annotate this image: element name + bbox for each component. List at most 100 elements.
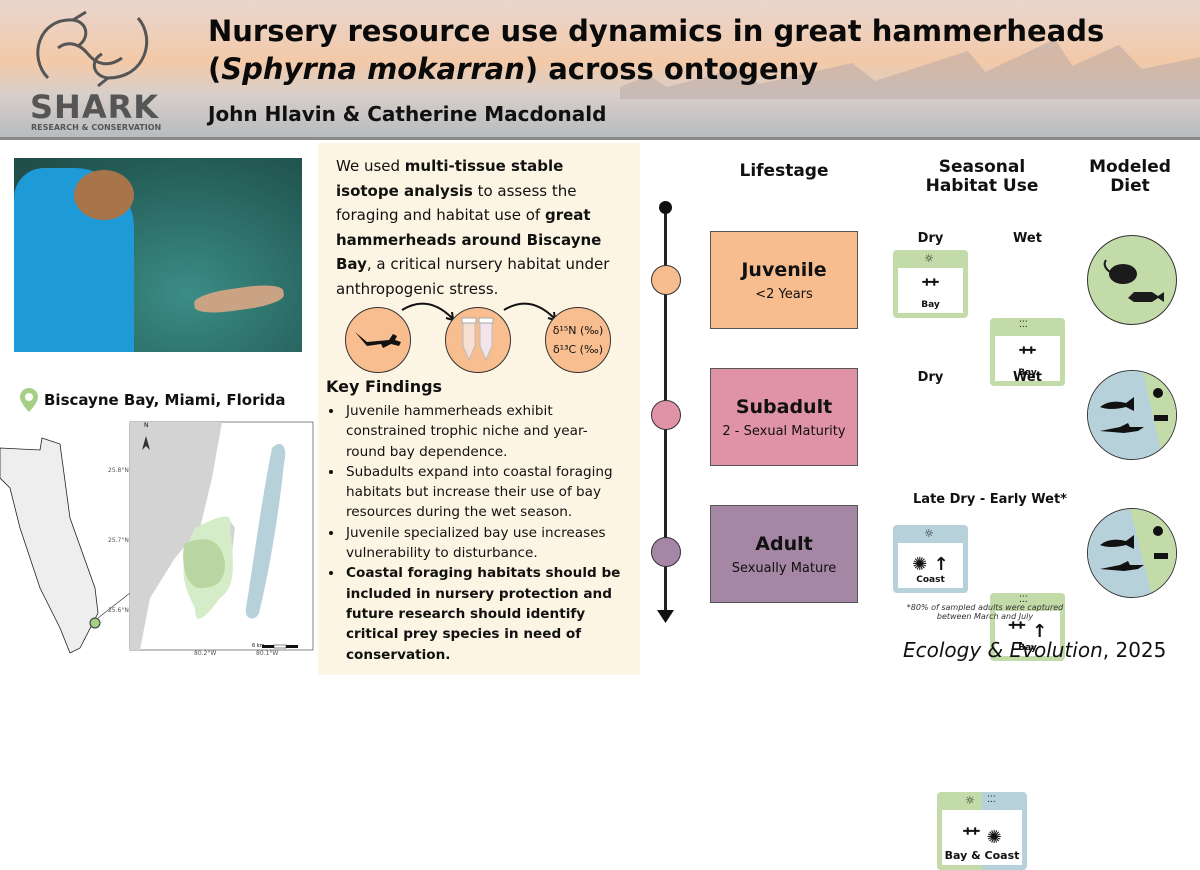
shark-logo-icon <box>28 8 156 88</box>
sample-tubes-icon <box>461 317 494 362</box>
study-area-map: N 25.8°N 25.7°N 25.6°N 80.2°W 80.1°W 6 k… <box>0 418 318 658</box>
isotope-nitrogen: δ¹⁵N (‰) <box>552 324 604 337</box>
authors: John Hlavin & Catherine Macdonald <box>208 102 607 126</box>
adult-footnote: *80% of sampled adults were captured bet… <box>906 603 1064 621</box>
lat-tick: 25.6°N <box>108 607 129 614</box>
title-paren: ( <box>208 52 222 86</box>
title-line-1: Nursery resource use dynamics in great h… <box>208 14 1105 48</box>
shark-prey-icon <box>1100 423 1144 433</box>
poster-title: Nursery resource use dynamics in great h… <box>208 12 1104 88</box>
shark-figure <box>192 281 286 317</box>
finding-item: Juvenile hammerheads exhibit constrained… <box>344 401 626 462</box>
seagrass-icon: ⺿ ↑ <box>1007 621 1048 642</box>
field-photo <box>14 158 302 352</box>
key-findings-list: Juvenile hammerheads exhibit constrained… <box>326 401 626 665</box>
scale-bar-label: 6 km <box>252 643 265 649</box>
season-label: Wet <box>1013 370 1042 385</box>
north-arrow-icon <box>142 436 150 450</box>
seagrass-coral-icon: ⺿ ✺ <box>962 827 1002 848</box>
hammerhead-silhouette-icon <box>355 332 401 348</box>
diet-subadult <box>1087 370 1177 460</box>
stage-subadult: Subadult 2 - Sexual Maturity <box>710 368 858 466</box>
lat-tick: 25.8°N <box>108 467 129 474</box>
timeline-dot-subadult <box>651 400 681 430</box>
timeline-arrow-icon <box>657 610 674 623</box>
location-label: Biscayne Bay, Miami, Florida <box>20 388 286 412</box>
methods-panel <box>318 143 640 675</box>
rain-icon: ⁚⁚⁚ <box>1019 595 1028 605</box>
intro-part: We used <box>336 157 405 175</box>
diet-juvenile <box>1087 235 1177 325</box>
intro-part: , a critical nursery habitat under anthr… <box>336 255 610 298</box>
intro-part: to assess the foraging and habitat use o… <box>336 181 577 225</box>
key-findings-title: Key Findings <box>326 377 443 396</box>
finding-item: Subadults expand into coastal foraging h… <box>344 462 626 523</box>
header-banner: SHARK RESEARCH & CONSERVATION Nursery re… <box>0 0 1200 140</box>
lat-tick: 25.7°N <box>108 537 129 544</box>
logo-name: SHARK <box>30 88 160 126</box>
calendar-dry: ☼ ⺿Bay <box>893 250 968 318</box>
rain-icon: ⁚⁚⁚ <box>987 795 996 805</box>
intro-bold: multi-tissue stable isotope analysis <box>336 157 564 200</box>
sun-icon: ☼ <box>924 527 934 540</box>
stage-name: Subadult <box>735 395 833 418</box>
logo-subtitle: RESEARCH & CONSERVATION <box>31 123 162 132</box>
calendar-late-dry-early-wet: ☼ ⁚⁚⁚ ⺿ ✺Bay & Coast <box>937 792 1027 870</box>
timeline-dot-juvenile <box>651 265 681 295</box>
lifestage-header: Lifestage <box>739 161 829 181</box>
coral-icon: ✺ ↑ <box>912 554 949 575</box>
habitat-header: Seasonal Habitat Use <box>925 157 1039 196</box>
habitat-label: Bay <box>1018 643 1037 653</box>
stage-name: Juvenile <box>741 258 827 281</box>
timeline-start-dot <box>659 201 672 214</box>
species-name: Sphyrna mokarran <box>221 52 525 86</box>
sun-icon: ☼ <box>965 794 975 807</box>
stage-age: 2 - Sexual Maturity <box>722 423 846 439</box>
hammerhead-circle <box>345 307 411 373</box>
season-label: Wet <box>1013 231 1042 246</box>
intro-bold: great hammerheads around Biscayne Bay <box>336 206 602 273</box>
stage-age: <2 Years <box>755 286 813 302</box>
isotope-carbon: δ¹³C (‰) <box>552 343 604 356</box>
timeline-dot-adult <box>651 537 681 567</box>
lon-tick: 80.2°W <box>194 650 217 657</box>
fish-icon <box>1154 415 1168 421</box>
stage-name: Adult <box>755 532 813 555</box>
season-label: Dry <box>917 370 944 385</box>
diet-adult <box>1087 508 1177 598</box>
journal-citation: Ecology & Evolution, 2025 <box>903 638 1166 662</box>
researcher-hair <box>74 170 134 220</box>
north-label: N <box>144 422 149 429</box>
intro-text: We used multi-tissue stable isotope anal… <box>336 154 626 301</box>
sample-tubes-circle <box>445 307 511 373</box>
jack-fish-icon <box>1100 397 1134 411</box>
title-line-2: ) across ontogeny <box>524 52 819 86</box>
rain-icon: ⁚⁚⁚ <box>1019 320 1028 330</box>
lon-tick: 80.1°W <box>256 650 279 657</box>
fish-icon <box>1128 292 1164 302</box>
habitat-label: Bay <box>1018 368 1037 378</box>
habitat-label: Coast <box>916 575 945 585</box>
habitat-label: Bay & Coast <box>944 849 1020 862</box>
season-label: Dry <box>917 231 944 246</box>
journal-year: , 2025 <box>1102 638 1167 662</box>
stage-age: Sexually Mature <box>731 560 837 576</box>
stingray-icon <box>1109 264 1137 284</box>
journal-name: Ecology & Evolution <box>903 638 1103 662</box>
habitat-label: Bay <box>921 300 940 310</box>
finding-item: Juvenile specialized bay use increases v… <box>344 523 626 564</box>
location-text: Biscayne Bay, Miami, Florida <box>44 391 286 409</box>
sun-icon: ☼ <box>924 252 934 265</box>
calendar-dry: ☼ ✺ ↑Coast <box>893 525 968 593</box>
finding-item: Coastal foraging habitats should be incl… <box>344 563 626 664</box>
calendar-wet: ⁚⁚⁚ ⺿ ↑Bay <box>990 593 1065 661</box>
diet-header: Modeled Diet <box>1089 157 1171 196</box>
season-label: Late Dry - Early Wet* <box>913 492 1067 507</box>
stingray-icon <box>1153 388 1163 398</box>
seagrass-icon: ⺿ <box>1018 346 1037 367</box>
isotope-circle: δ¹⁵N (‰) δ¹³C (‰) <box>545 307 611 373</box>
map-pin-icon <box>20 388 38 412</box>
stage-juvenile: Juvenile <2 Years <box>710 231 858 329</box>
seagrass-icon: ⺿ <box>921 278 940 299</box>
